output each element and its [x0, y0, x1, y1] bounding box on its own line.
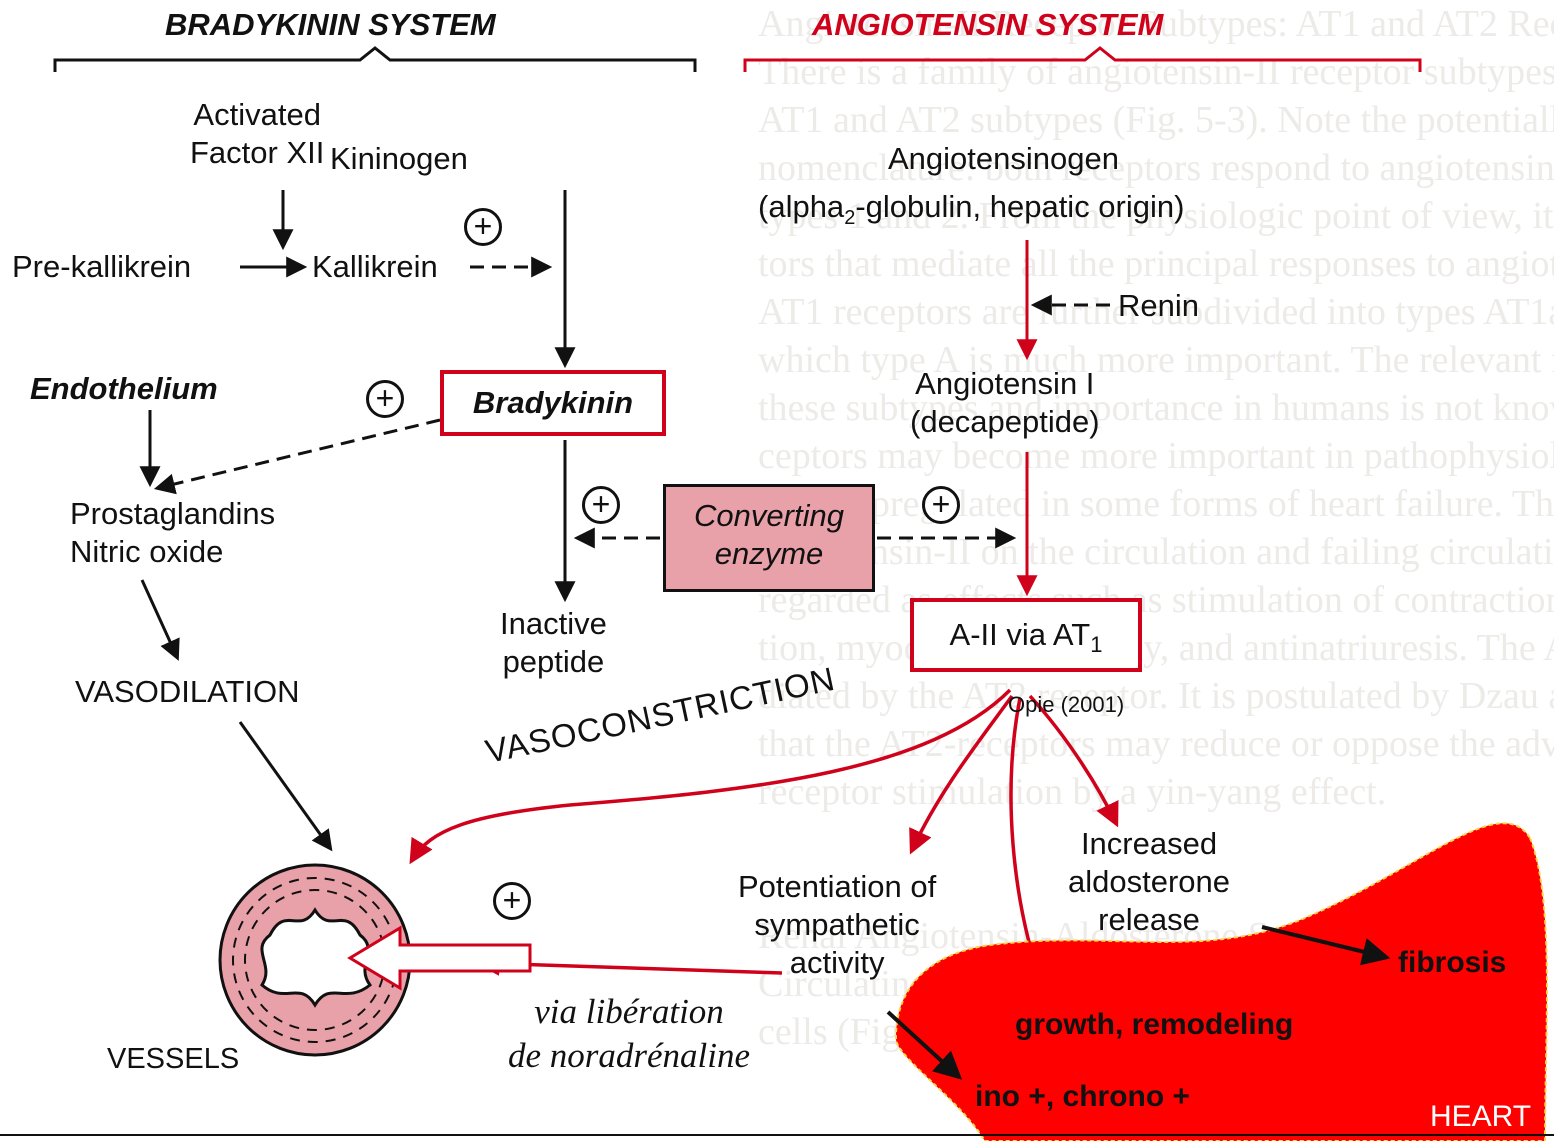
bradykinin-brace — [55, 48, 695, 72]
growth-remodeling-label: growth, remodeling — [1015, 1006, 1293, 1044]
plus-endothelium-icon: + — [366, 380, 404, 418]
angiotensinogen-label: Angiotensinogen — [888, 140, 1119, 178]
plus-kallikrein-icon: + — [464, 208, 502, 246]
plus-enzyme-right-icon: + — [922, 486, 960, 524]
converting-enzyme-label: Converting enzyme — [666, 497, 872, 573]
prostaglandins-to-vasodilation-arrow — [142, 580, 177, 657]
ino-chrono-label: ino +, chrono + — [975, 1078, 1190, 1116]
kallikrein-label: Kallikrein — [312, 248, 438, 286]
pre-kallikrein-label: Pre-kallikrein — [12, 248, 191, 286]
plus-vessel-icon: + — [493, 882, 531, 920]
heart-label: HEART — [1430, 1098, 1531, 1136]
bradykinin-system-header: BRADYKININ SYSTEM — [165, 6, 496, 44]
vasodilation-to-vessels-arrow — [240, 722, 330, 848]
a2-via-at1-label: A-II via AT1 — [914, 616, 1138, 664]
aldosterone-label: Increased aldosterone release — [1068, 825, 1230, 939]
angiotensin-system-header: ANGIOTENSIN SYSTEM — [812, 6, 1163, 44]
a2-via-at1-box: A-II via AT1 — [910, 598, 1142, 672]
kininogen-label: Kininogen — [330, 140, 468, 178]
angiotensin-brace — [745, 48, 1420, 72]
activated-factor-xii-label: Activated Factor XII — [190, 96, 324, 172]
bradykinin-box: Bradykinin — [440, 370, 666, 436]
prostaglandins-label: Prostaglandins Nitric oxide — [70, 495, 275, 571]
endothelium-label: Endothelium — [30, 370, 218, 408]
vessels-label: VESSELS — [107, 1040, 239, 1078]
citation-label: Opie (2001) — [1008, 686, 1124, 724]
sympathetic-curve — [912, 696, 1012, 850]
inactive-peptide-label: Inactive peptide — [500, 605, 607, 681]
bradykinin-label: Bradykinin — [444, 384, 662, 422]
noradrenaline-label: via libération de noradrénaline — [508, 990, 750, 1078]
potentiation-label: Potentiation of sympathetic activity — [738, 868, 936, 982]
plus-enzyme-left-icon: + — [582, 486, 620, 524]
angiotensin-i-label: Angiotensin I (decapeptide) — [910, 365, 1100, 441]
angiotensinogen-origin-label: (alpha2-globulin, hepatic origin) — [758, 188, 1184, 237]
bradykinin-to-endothelium-dashed — [158, 420, 440, 488]
renin-label: Renin — [1118, 287, 1199, 325]
fibrosis-label: fibrosis — [1398, 944, 1506, 982]
vasodilation-label: VASODILATION — [75, 673, 300, 711]
converting-enzyme-box: Converting enzyme — [663, 484, 875, 592]
